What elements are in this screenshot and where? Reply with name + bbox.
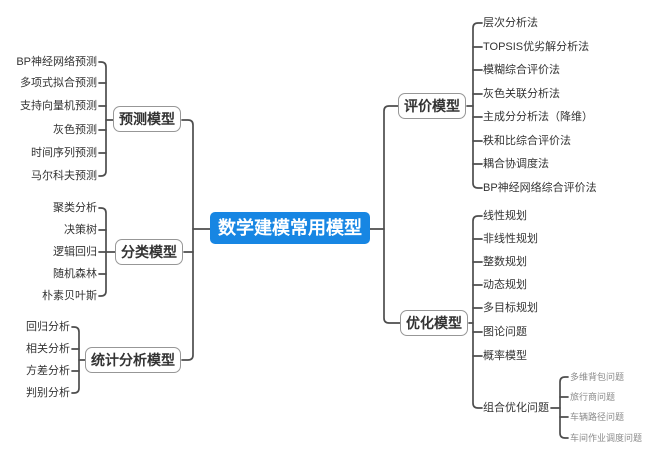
node-multi-objective-programming[interactable]: 多目标规划 (483, 302, 538, 314)
node-polynomial-fitting-prediction[interactable]: 多项式拟合预测 (20, 77, 97, 89)
group-box-evaluation[interactable]: 评价模型 (398, 93, 466, 119)
connector-combinatorial-stubs (550, 396, 569, 418)
node-combinatorial-optimization[interactable]: 组合优化问题 (483, 402, 549, 414)
node-tsp-problem[interactable]: 旅行商问题 (570, 392, 616, 402)
connector-prediction-bracket (98, 61, 107, 177)
node-vrp-problem[interactable]: 车辆路径问题 (570, 412, 625, 422)
root-node-math-modeling[interactable]: 数学建模常用模型 (210, 212, 370, 244)
connector-classification-stubs (98, 229, 116, 275)
connector-optimization-bracket (472, 215, 483, 409)
node-probability-model[interactable]: 概率模型 (483, 350, 527, 362)
connector-statistics-bracket (71, 326, 80, 394)
node-coupling-coordination[interactable]: 耦合协调度法 (483, 158, 549, 170)
node-markov-prediction[interactable]: 马尔科夫预测 (31, 170, 97, 182)
node-dynamic-programming[interactable]: 动态规划 (483, 279, 527, 291)
node-graph-theory[interactable]: 图论问题 (483, 326, 527, 338)
node-time-series-prediction[interactable]: 时间序列预测 (31, 147, 97, 159)
node-bp-neural-evaluation[interactable]: BP神经网络综合评价法 (483, 182, 597, 194)
node-decision-tree[interactable]: 决策树 (64, 224, 97, 236)
group-box-prediction[interactable]: 预测模型 (113, 106, 181, 132)
group-box-classification[interactable]: 分类模型 (115, 239, 183, 265)
node-bp-neural-network-prediction[interactable]: BP神经网络预测 (16, 56, 97, 68)
node-variance-analysis[interactable]: 方差分析 (26, 365, 70, 377)
node-ahp[interactable]: 层次分析法 (483, 17, 538, 29)
node-naive-bayes[interactable]: 朴素贝叶斯 (42, 290, 97, 302)
node-pca[interactable]: 主成分分析法（降维） (483, 111, 593, 123)
node-nonlinear-programming[interactable]: 非线性规划 (483, 233, 538, 245)
connector-optimization-stubs (468, 238, 483, 357)
node-job-shop-scheduling[interactable]: 车间作业调度问题 (570, 433, 643, 443)
node-discriminant-analysis[interactable]: 判别分析 (26, 387, 70, 399)
node-rank-sum-ratio[interactable]: 秩和比综合评价法 (483, 135, 571, 147)
group-box-statistics[interactable]: 统计分析模型 (85, 347, 181, 373)
group-box-optimization[interactable]: 优化模型 (400, 310, 468, 336)
node-random-forest[interactable]: 随机森林 (53, 268, 97, 280)
node-svm-prediction[interactable]: 支持向量机预测 (20, 100, 97, 112)
node-fuzzy-evaluation[interactable]: 模糊综合评价法 (483, 64, 560, 76)
connector-combinatorial-bracket (559, 376, 569, 439)
node-regression-analysis[interactable]: 回归分析 (26, 321, 70, 333)
node-grey-relational[interactable]: 灰色关联分析法 (483, 88, 560, 100)
connector-prediction-stubs (98, 82, 115, 154)
node-integer-programming[interactable]: 整数规划 (483, 256, 527, 268)
connector-statistics-stubs (71, 348, 87, 372)
node-logistic-regression[interactable]: 逻辑回归 (53, 246, 97, 258)
node-correlation-analysis[interactable]: 相关分析 (26, 343, 70, 355)
node-linear-programming[interactable]: 线性规划 (483, 210, 527, 222)
node-topsis[interactable]: TOPSIS优劣解分析法 (483, 41, 590, 53)
connector-evaluation-stubs (466, 46, 483, 165)
connector-right-trunk (383, 105, 401, 324)
node-cluster-analysis[interactable]: 聚类分析 (53, 202, 97, 214)
node-grey-prediction[interactable]: 灰色预测 (53, 124, 97, 136)
connector-left-trunk (181, 119, 194, 361)
node-knapsack-problem[interactable]: 多维背包问题 (570, 372, 625, 382)
